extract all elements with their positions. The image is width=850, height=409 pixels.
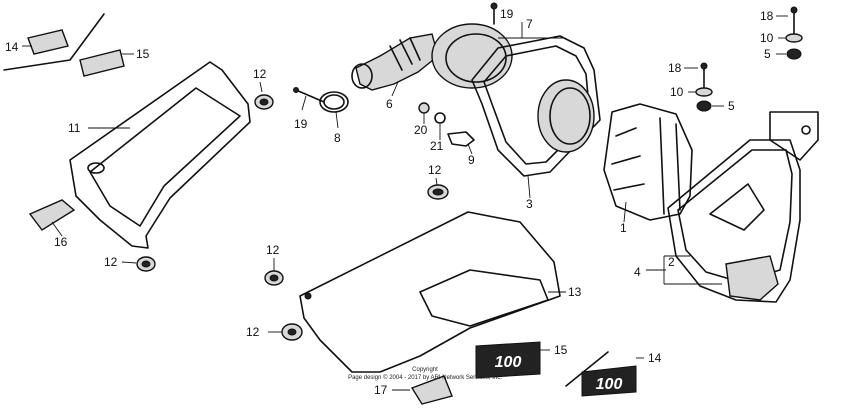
callout-13: 13 [568,285,582,299]
callout-6: 6 [386,97,393,111]
copyright-label: Copyright [412,367,438,373]
grommet-12-b [121,256,156,272]
bolt-18-top-right [776,6,798,35]
intake-tube-6 [351,33,439,97]
callout-15-top: 15 [136,47,150,61]
grommet-12-a [254,81,274,110]
callout-12-a: 12 [253,67,267,81]
emblem-14: 100 [565,351,644,397]
callout-2: 2 [668,255,675,269]
callout-12-c: 12 [428,163,442,177]
callout-15-emblem: 15 [554,343,568,357]
washer-21 [434,112,446,140]
side-cover-11 [69,61,251,249]
callout-12-b: 12 [104,255,118,269]
clip-9 [447,131,475,155]
washer-10-middle [688,87,713,97]
washer-10-top-right [778,33,803,43]
callout-10-middle: 10 [670,85,684,99]
callout-3: 3 [526,197,533,211]
callout-19-left: 19 [294,117,308,131]
callout-11: 11 [68,121,81,135]
bolt-19-left [293,87,325,111]
pad-16 [28,199,76,237]
side-cover-13 [299,211,566,373]
air-funnel-7 [431,22,564,89]
callout-8: 8 [334,131,341,145]
emblem-14-text: 100 [596,376,623,393]
callout-9: 9 [468,153,475,167]
grommet-5-middle [696,100,724,112]
grommet-12-d [264,258,284,286]
filter-element-1 [603,103,693,223]
emblem-15-text: 100 [495,354,522,371]
callout-5-middle: 5 [728,99,735,113]
copyright-notice: Page design © 2004 - 2017 by ARI Network… [348,375,502,381]
callout-18-top-right: 18 [760,9,774,23]
callout-5-top-right: 5 [764,47,771,61]
callout-12-d: 12 [266,243,280,257]
callout-7: 7 [526,17,533,31]
callout-18-middle: 18 [668,61,682,75]
bolt-19-top [490,2,498,25]
callout-10-top-right: 10 [760,31,774,45]
callout-16: 16 [54,235,68,249]
decal-14-top-left [3,13,105,71]
callout-17: 17 [374,383,388,397]
callout-12-e: 12 [246,325,260,339]
air-box-4 [646,111,819,303]
callout-21: 21 [430,139,444,153]
filter-plate-3 [471,35,601,199]
callout-1: 1 [620,221,627,235]
callout-19-top: 19 [500,7,514,21]
callout-20: 20 [414,123,428,137]
pad-17 [392,375,453,405]
callout-14-top: 14 [5,40,19,54]
grommet-12-e [268,323,303,341]
emblem-15: 100 [475,341,550,379]
callout-14-emblem: 14 [648,351,662,365]
callout-4: 4 [634,265,641,279]
bolt-18-middle [684,62,708,91]
nut-20 [418,102,430,124]
decal-15-top-left [79,49,134,77]
grommet-12-c [427,177,449,200]
grommet-5-top-right [776,48,802,60]
hose-clamp-8 [319,91,349,129]
